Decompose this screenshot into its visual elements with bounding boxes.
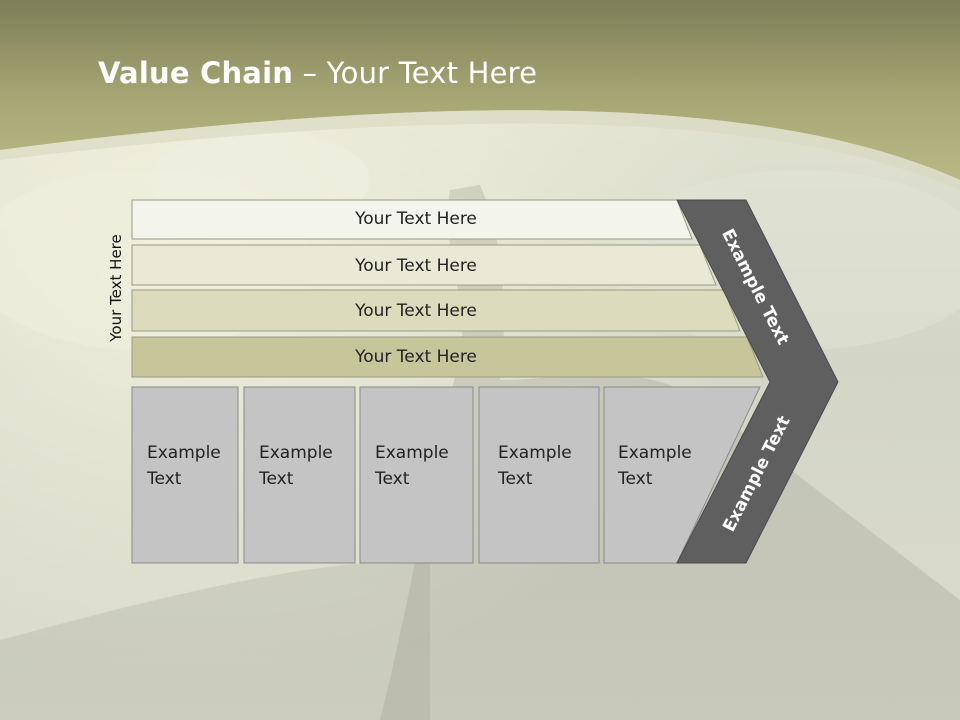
column-text-4: Example Text xyxy=(498,440,572,492)
chevron-arrow xyxy=(676,199,839,564)
row-label-1: Your Text Here xyxy=(355,209,477,229)
column-text-1-line2: Text xyxy=(147,469,182,489)
column-box-1 xyxy=(131,386,239,564)
column-text-4-line1: Example xyxy=(498,443,572,463)
row-label-2: Your Text Here xyxy=(355,256,477,276)
slide-title: Value Chain – Your Text Here xyxy=(98,56,537,90)
column-text-5-line1: Example xyxy=(618,443,692,463)
row-bar-1 xyxy=(131,199,693,240)
column-text-5-line2: Text xyxy=(618,469,653,489)
column-text-3-line2: Text xyxy=(375,469,410,489)
column-text-1: Example Text xyxy=(147,440,221,492)
row-label-3: Your Text Here xyxy=(355,301,477,321)
column-text-2-line2: Text xyxy=(259,469,294,489)
row-bar-2 xyxy=(131,244,717,286)
title-rest: – Your Text Here xyxy=(293,56,538,90)
row-label-4: Your Text Here xyxy=(355,347,477,367)
column-box-4 xyxy=(478,386,600,564)
row-bar-4 xyxy=(131,336,764,378)
column-text-3: Example Text xyxy=(375,440,449,492)
column-text-3-line1: Example xyxy=(375,443,449,463)
title-bold: Value Chain xyxy=(98,56,294,90)
row-bar-3 xyxy=(131,289,741,332)
column-text-2-line1: Example xyxy=(259,443,333,463)
column-box-2 xyxy=(243,386,356,564)
column-text-2: Example Text xyxy=(259,440,333,492)
column-text-1-line1: Example xyxy=(147,443,221,463)
column-text-4-line2: Text xyxy=(498,469,533,489)
column-text-5: Example Text xyxy=(618,440,692,492)
column-box-3 xyxy=(359,386,474,564)
